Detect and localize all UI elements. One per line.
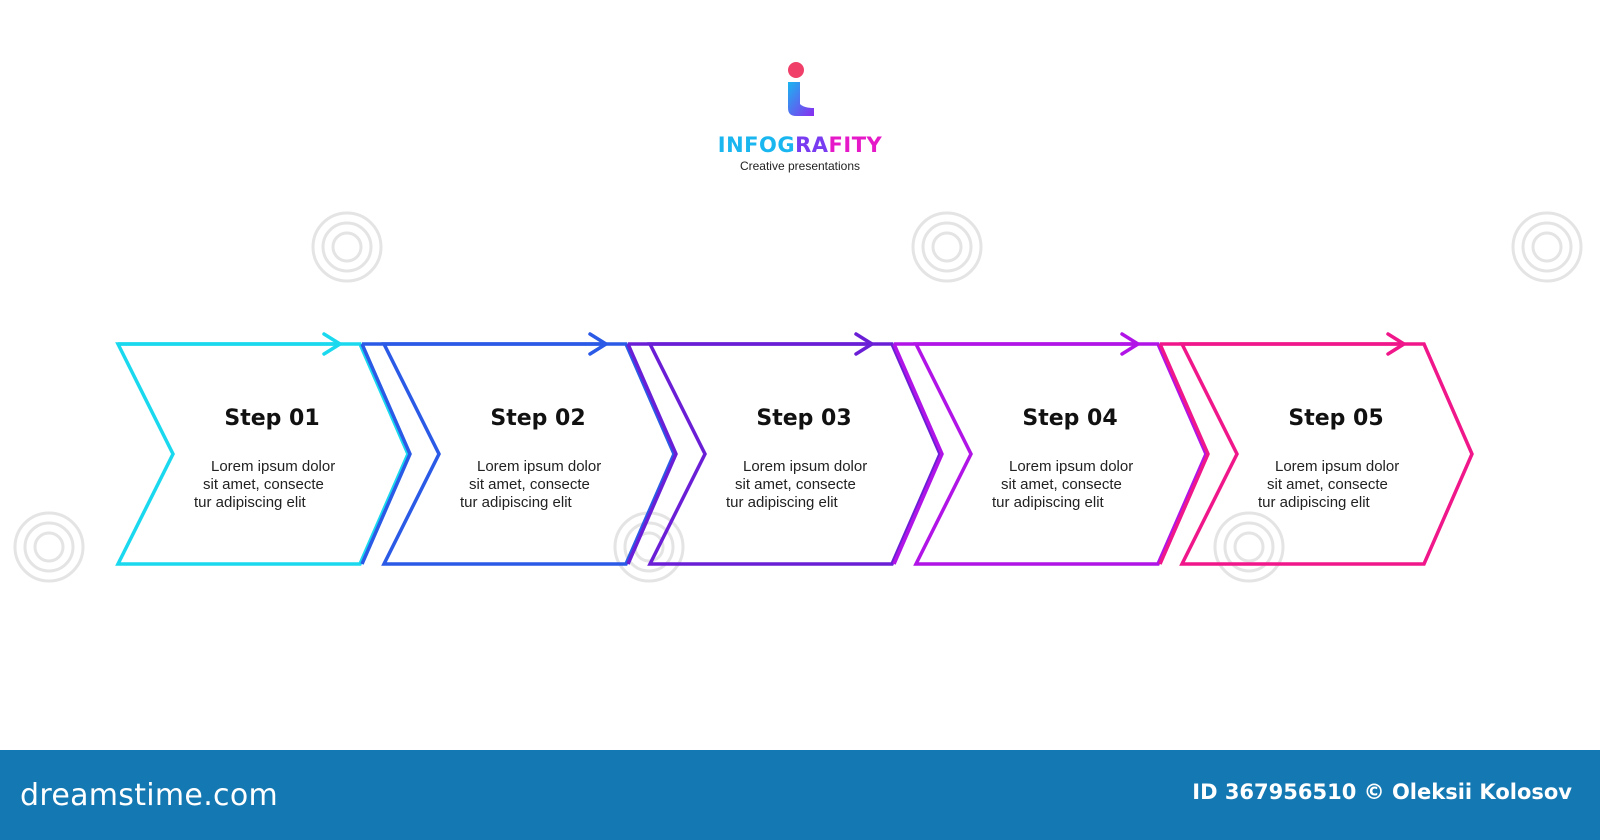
step-01-line-2: sit amet, consecte — [203, 476, 324, 493]
brand-name-part-1: INFOG — [717, 133, 796, 157]
brand-tagline: Creative presentations — [739, 159, 861, 173]
step-03-line-2: sit amet, consecte — [735, 476, 856, 493]
step-04-line-3: tur adipiscing elit — [992, 494, 1104, 511]
brand-name-part-3: FITY — [828, 133, 883, 157]
step-04-chevron-outline — [913, 342, 1208, 566]
letter-i-logo-icon — [788, 62, 814, 116]
step-05-arrow-head-icon — [1386, 332, 1406, 356]
step-01-line-3: tur adipiscing elit — [194, 494, 306, 511]
watermark-spiral-icon — [1511, 211, 1583, 283]
step-01-chevron-outline — [115, 342, 410, 566]
step-04-arrow-head-icon — [1120, 332, 1140, 356]
step-02-title: Step 02 — [490, 406, 586, 431]
step-05-line-3: tur adipiscing elit — [1258, 494, 1370, 511]
step-05-chevron-echo — [1158, 343, 1210, 565]
step-02-chevron-outline — [381, 342, 676, 566]
step-05-description: Lorem ipsum dolor sit amet, consecte tur… — [1258, 458, 1458, 512]
step-04-description: Lorem ipsum dolor sit amet, consecte tur… — [992, 458, 1192, 512]
step-03-chevron-outline — [647, 342, 942, 566]
process-chevron-diagram — [115, 332, 1474, 566]
brand-name: INFOGRAFITY — [0, 133, 1600, 157]
step-02-chevron-echo — [360, 343, 412, 565]
footer-site-logo: dreamstime.com — [20, 778, 278, 813]
step-04-line-2: sit amet, consecte — [1001, 476, 1122, 493]
step-03-arrow-head-icon — [854, 332, 874, 356]
step-05-chevron-outline — [1179, 342, 1474, 566]
step-01-title: Step 01 — [224, 406, 320, 431]
step-02-line-3: tur adipiscing elit — [460, 494, 572, 511]
footer-bar: dreamstime.com ID 367956510 © Oleksii Ko… — [0, 750, 1600, 840]
step-04-chevron-echo — [892, 343, 944, 565]
footer-image-id: ID 367956510 © Oleksii Kolosov — [1192, 780, 1572, 804]
brand-name-part-2: RA — [795, 133, 829, 157]
step-05-line-2: sit amet, consecte — [1267, 476, 1388, 493]
brand-header: INFOGRAFITY Creative presentations — [0, 60, 1600, 173]
step-02-line-2: sit amet, consecte — [469, 476, 590, 493]
step-05-line-1: Lorem ipsum dolor — [1275, 458, 1400, 475]
watermark-spiral-icon — [13, 511, 85, 583]
watermark-spiral-icon — [311, 211, 383, 283]
step-03-line-3: tur adipiscing elit — [726, 494, 838, 511]
watermark-spiral-icon — [911, 211, 983, 283]
step-03-chevron-echo — [626, 343, 678, 565]
step-04-title: Step 04 — [1022, 406, 1118, 431]
watermark-spiral-icon — [1213, 511, 1285, 583]
step-02-line-1: Lorem ipsum dolor — [477, 458, 602, 475]
step-02-arrow-head-icon — [588, 332, 608, 356]
step-01-line-1: Lorem ipsum dolor — [211, 458, 336, 475]
step-01-description: Lorem ipsum dolor sit amet, consecte tur… — [194, 458, 394, 512]
step-02-description: Lorem ipsum dolor sit amet, consecte tur… — [460, 458, 660, 512]
step-03-title: Step 03 — [756, 406, 852, 431]
step-03-description: Lorem ipsum dolor sit amet, consecte tur… — [726, 458, 926, 512]
step-03-line-1: Lorem ipsum dolor — [743, 458, 868, 475]
step-01-arrow-head-icon — [322, 332, 342, 356]
step-04-line-1: Lorem ipsum dolor — [1009, 458, 1134, 475]
step-05-title: Step 05 — [1288, 406, 1384, 431]
